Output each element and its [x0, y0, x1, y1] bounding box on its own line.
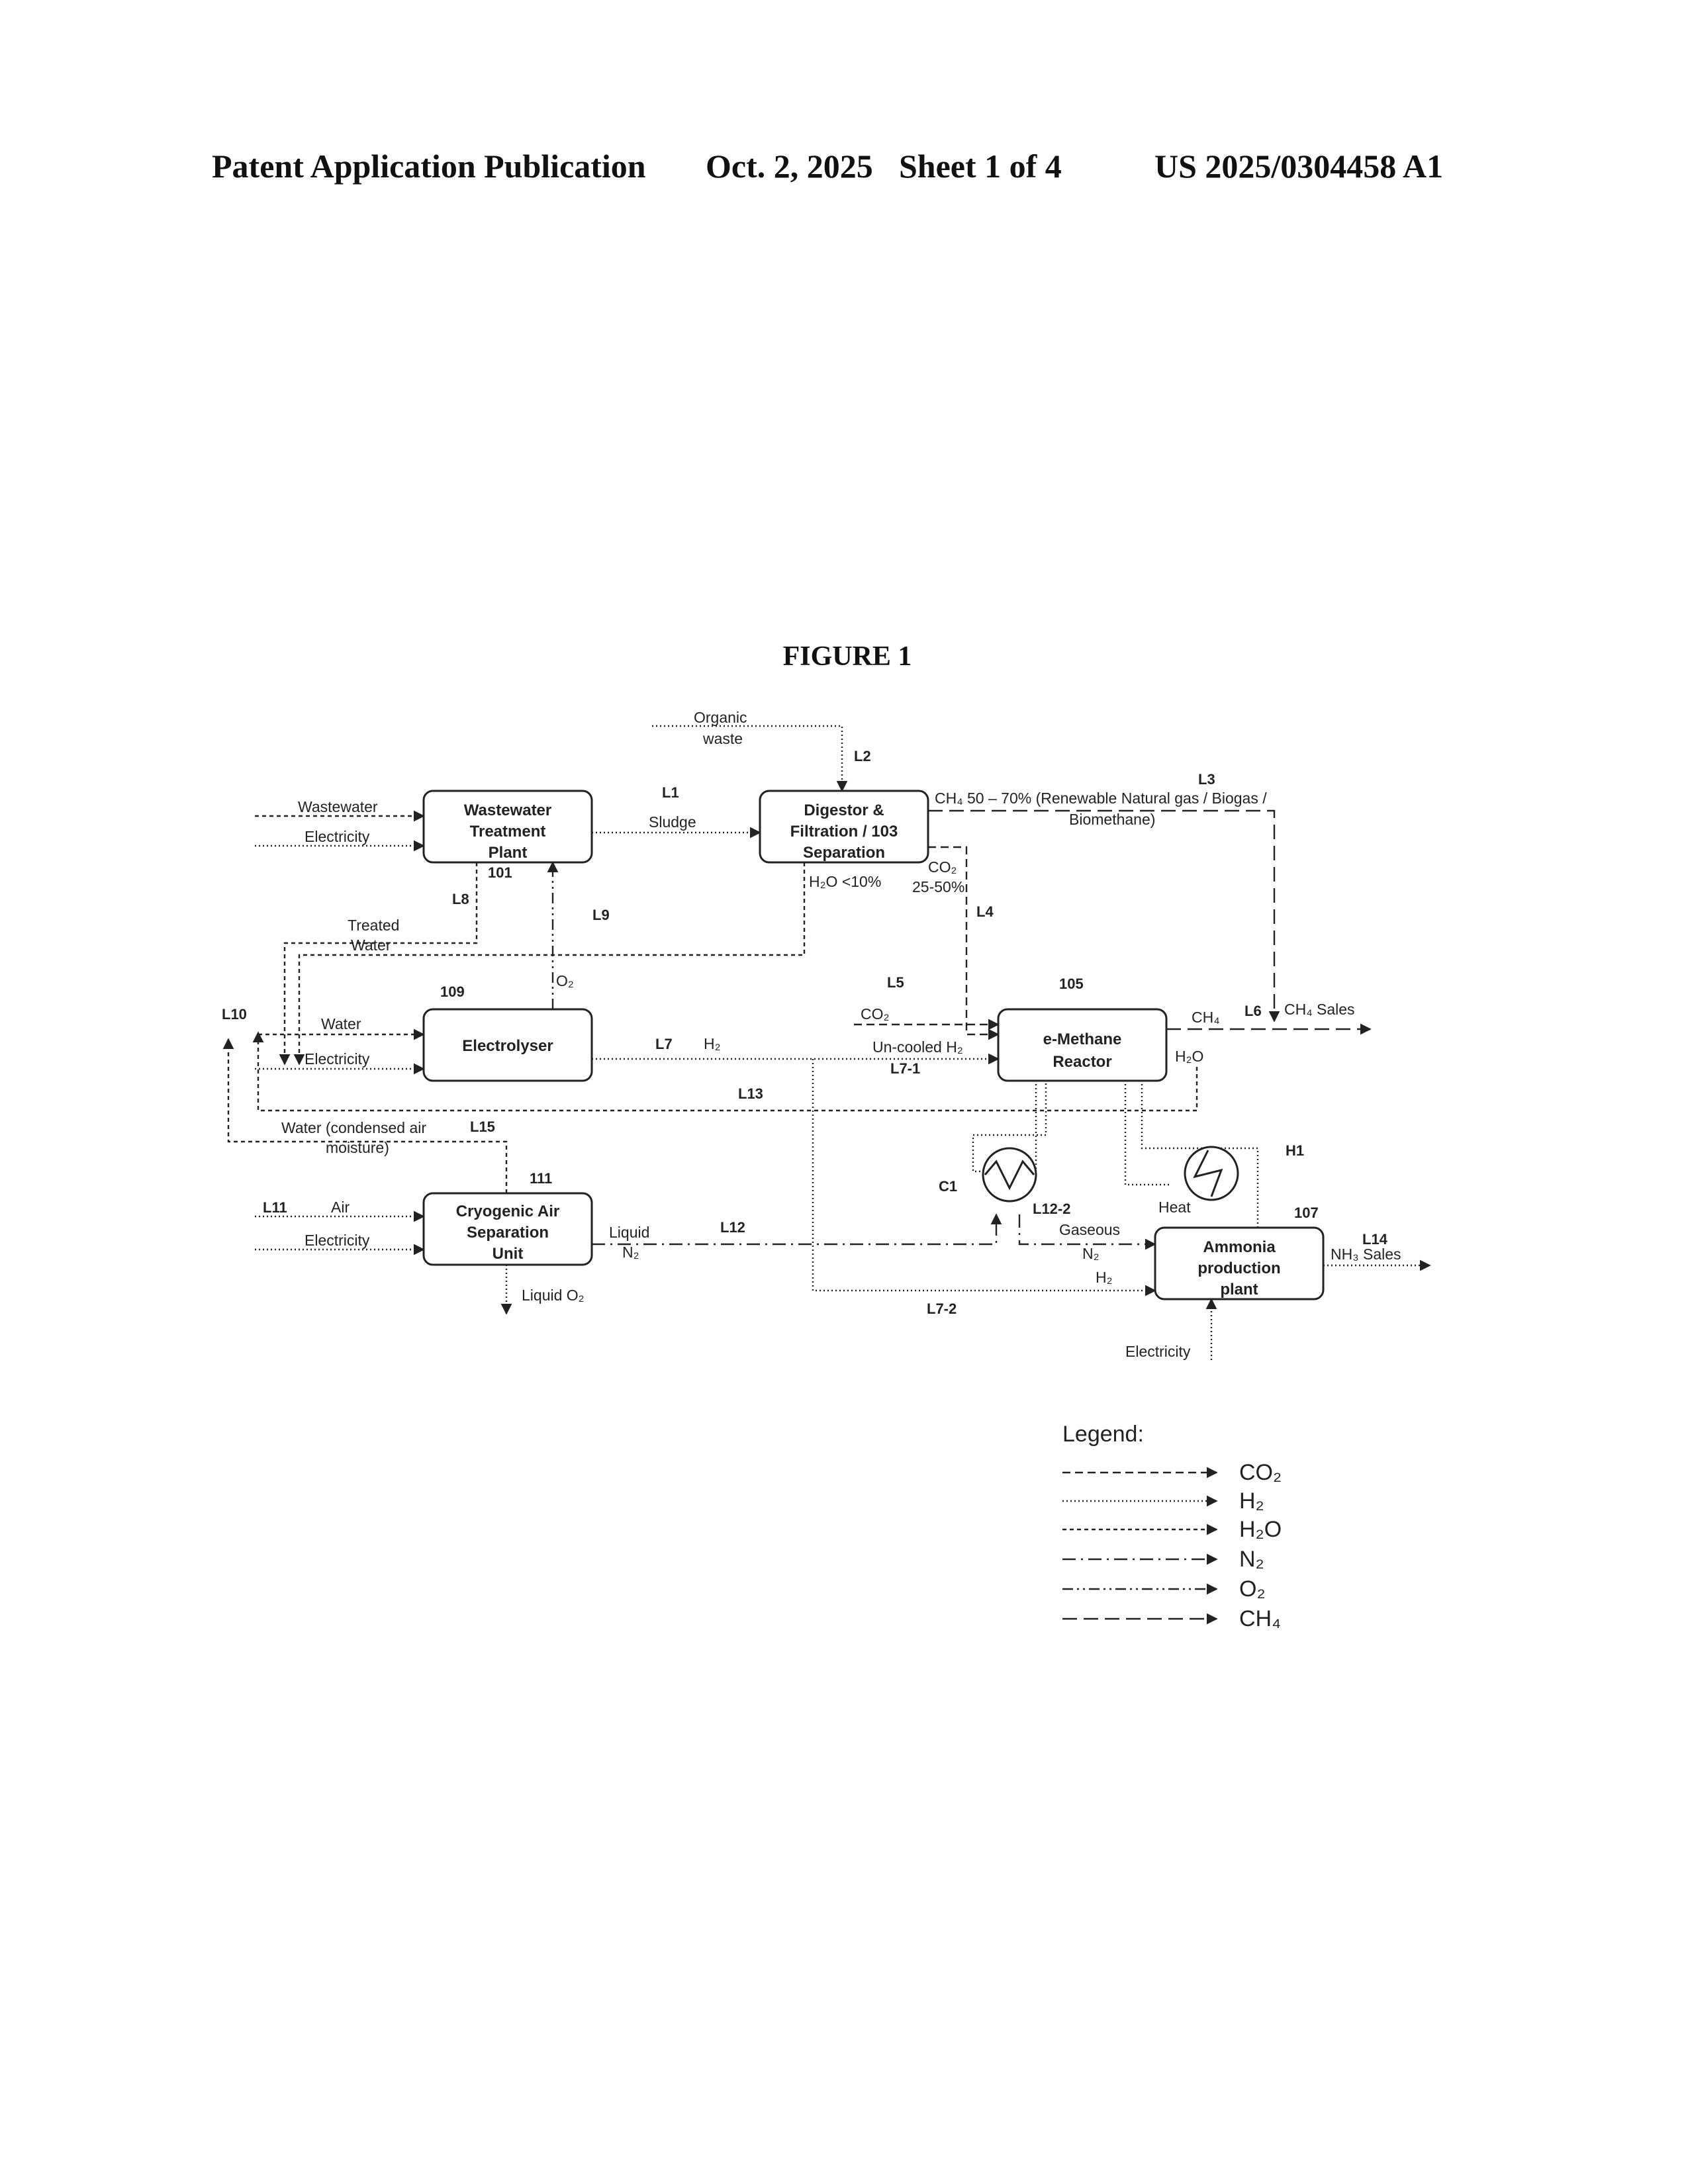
- label-co2-pct: 25-50%: [912, 878, 964, 895]
- label-wastewater: Wastewater: [298, 798, 378, 815]
- label-treated-1: Treated: [348, 917, 399, 934]
- label-ch4-sales: CH₄ Sales: [1284, 1001, 1355, 1018]
- legend-h2o-label: H₂O: [1239, 1517, 1282, 1542]
- label-liquid-2: N₂: [622, 1244, 639, 1261]
- code-L2: L2: [854, 748, 871, 764]
- label-h2o-pct: H₂O <10%: [809, 873, 881, 890]
- legend-title: Legend:: [1062, 1422, 1144, 1447]
- digestor-label-2: Filtration / 103: [790, 823, 898, 841]
- label-co2-l5: CO₂: [861, 1005, 889, 1023]
- label-h2o-reactor: H₂O: [1175, 1048, 1203, 1065]
- code-L7: L7: [655, 1036, 673, 1052]
- label-organic-2: waste: [702, 730, 743, 747]
- code-L10: L10: [222, 1006, 247, 1023]
- wwtp-label-1: Wastewater: [464, 801, 552, 819]
- label-electricity-wwtp: Electricity: [305, 828, 370, 845]
- legend-ch4-label: CH₄: [1239, 1606, 1281, 1631]
- ammonia-label-3: plant: [1220, 1281, 1258, 1298]
- code-L5: L5: [887, 974, 904, 991]
- label-gaseous: Gaseous: [1059, 1221, 1120, 1238]
- code-L13: L13: [738, 1085, 763, 1102]
- label-heat: Heat: [1158, 1199, 1191, 1216]
- code-L4: L4: [976, 903, 994, 920]
- code-L14: L14: [1362, 1231, 1388, 1248]
- label-liquid-1: Liquid: [609, 1224, 649, 1241]
- legend-co2-label: CO₂: [1239, 1460, 1282, 1485]
- label-condensed-2: moisture): [326, 1139, 389, 1156]
- label-electricity-ammonia: Electricity: [1125, 1343, 1191, 1360]
- reactor-id: 105: [1059, 976, 1084, 992]
- label-o2-electrolyser: O₂: [556, 972, 574, 989]
- electrolyser-id: 109: [440, 983, 465, 1000]
- label-electricity-asu: Electricity: [305, 1232, 370, 1249]
- label-water: Water: [321, 1015, 361, 1032]
- asu-label-2: Separation: [467, 1224, 549, 1242]
- asu-label-1: Cryogenic Air: [456, 1203, 559, 1220]
- asu-label-3: Unit: [492, 1245, 524, 1263]
- liquid-n2-L12: [592, 1214, 996, 1244]
- organic-waste-L2: [652, 726, 842, 791]
- label-biogas-1: CH₄ 50 – 70% (Renewable Natural gas / Bi…: [935, 790, 1267, 807]
- code-H1: H1: [1286, 1142, 1304, 1159]
- heater-h1-icon: [1185, 1147, 1238, 1200]
- legend: Legend: CO₂ H₂ H₂O N₂ O₂ CH₄: [1062, 1422, 1282, 1631]
- label-ch4: CH₄: [1192, 1009, 1220, 1026]
- code-L9: L9: [592, 907, 610, 923]
- ammonia-id: 107: [1294, 1205, 1319, 1221]
- code-L7-2: L7-2: [927, 1300, 957, 1317]
- code-L1: L1: [662, 784, 679, 801]
- label-co2-digestor: CO₂: [928, 858, 957, 876]
- code-L12: L12: [720, 1219, 745, 1236]
- cooler-c1-icon: [983, 1148, 1036, 1201]
- label-sludge: Sludge: [649, 813, 696, 831]
- label-uncooled-h2: Un-cooled H₂: [872, 1038, 963, 1056]
- label-n2: N₂: [1082, 1245, 1100, 1262]
- legend-h2-label: H₂: [1239, 1488, 1264, 1514]
- reactor-label-2: Reactor: [1053, 1053, 1111, 1071]
- digestor-label-3: Separation: [803, 844, 885, 862]
- code-L6: L6: [1244, 1003, 1262, 1019]
- code-L3: L3: [1198, 771, 1215, 788]
- label-electricity-electrolyser: Electricity: [305, 1050, 370, 1068]
- reactor-label-1: e-Methane: [1043, 1030, 1122, 1048]
- label-h2: H₂: [704, 1035, 721, 1052]
- asu-id: 111: [530, 1170, 552, 1187]
- wwtp-label-3: Plant: [489, 844, 528, 862]
- legend-o2-label: O₂: [1239, 1576, 1266, 1602]
- heat-to-ammonia: [1125, 1080, 1172, 1185]
- label-organic-1: Organic: [694, 709, 747, 726]
- label-treated-2: Water: [351, 936, 391, 954]
- label-condensed-1: Water (condensed air: [281, 1119, 426, 1136]
- legend-n2-label: N₂: [1239, 1547, 1264, 1572]
- label-air: Air: [331, 1199, 350, 1216]
- label-liquid-o2: Liquid O₂: [522, 1287, 585, 1304]
- code-C1: C1: [939, 1178, 957, 1195]
- ammonia-label-2: production: [1197, 1259, 1280, 1277]
- code-L8: L8: [452, 891, 469, 907]
- digestor-label-1: Digestor &: [804, 801, 884, 819]
- label-biogas-2: Biomethane): [1069, 811, 1155, 828]
- code-L7-1: L7-1: [890, 1060, 920, 1077]
- label-nh3-sales: NH₃ Sales: [1331, 1246, 1401, 1263]
- code-L12-2: L12-2: [1033, 1201, 1070, 1217]
- ammonia-label-1: Ammonia: [1203, 1238, 1276, 1256]
- wwtp-id: 101: [488, 864, 512, 881]
- code-L15: L15: [470, 1118, 495, 1135]
- wwtp-label-2: Treatment: [470, 823, 546, 841]
- electrolyser-label: Electrolyser: [462, 1037, 553, 1055]
- label-h2-ammonia: H₂: [1096, 1269, 1113, 1286]
- code-L11: L11: [263, 1199, 287, 1216]
